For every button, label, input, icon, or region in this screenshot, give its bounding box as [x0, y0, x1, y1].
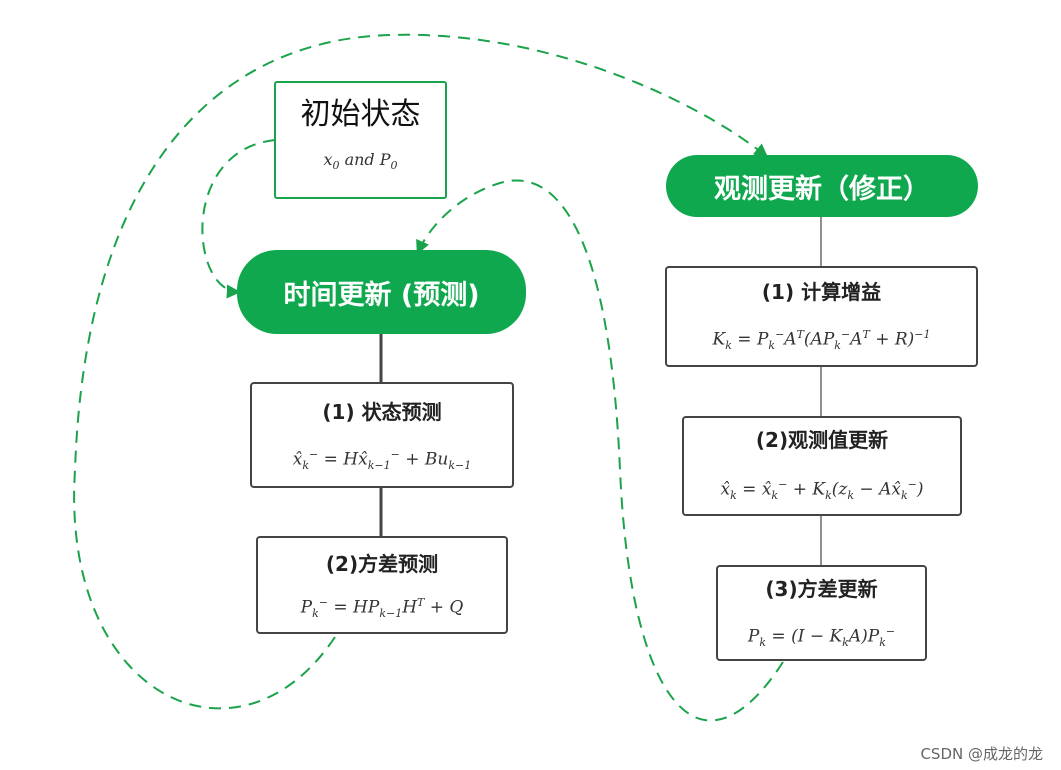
predict-step2-box: (2)方差预测 Pk− = HPk−1HT + Q	[256, 536, 508, 634]
correct-step3-formula: Pk = (I − KkA)Pk−	[747, 625, 896, 650]
predict-step1-formula: x̂k− = Hx̂k−1− + Buk−1	[292, 448, 472, 473]
dashed-arrow-init-to-predict	[201, 139, 276, 299]
predict-header-label: 时间更新 (预测)	[283, 279, 480, 311]
predict-header: 时间更新 (预测)	[237, 250, 526, 334]
correct-header: 观测更新（修正）	[666, 155, 978, 217]
correct-header-label: 观测更新（修正）	[714, 173, 930, 205]
predict-step1-box: (1) 状态预测 x̂k− = Hx̂k−1− + Buk−1	[250, 382, 514, 488]
correct-step2-title: (2)观测值更新	[755, 428, 889, 452]
correct-step2-formula: x̂k = x̂k− + Kk(zk − Ax̂k−)	[720, 478, 924, 503]
correct-step1-box: (1) 计算增益 Kk = Pk−AT(APk−AT + R)−1	[665, 266, 978, 367]
correct-step1-formula: Kk = Pk−AT(APk−AT + R)−1	[712, 328, 931, 353]
watermark: CSDN @成龙的龙	[920, 745, 1043, 763]
correct-step3-box: (3)方差更新 Pk = (I − KkA)Pk−	[716, 565, 927, 661]
predict-step2-title: (2)方差预测	[325, 552, 439, 576]
predict-step2-formula: Pk− = HPk−1HT + Q	[300, 596, 464, 621]
correct-step3-title: (3)方差更新	[765, 577, 878, 601]
predict-step1-title: (1) 状态预测	[322, 400, 442, 424]
init-state-formula: x0 and P0	[323, 150, 398, 173]
init-state-box: 初始状态 x0 and P0	[274, 81, 447, 199]
init-state-title: 初始状态	[300, 97, 421, 132]
correct-step2-box: (2)观测值更新 x̂k = x̂k− + Kk(zk − Ax̂k−)	[682, 416, 962, 516]
correct-step1-title: (1) 计算增益	[761, 280, 882, 304]
dashed-arrow-correct-to-predict	[416, 179, 784, 722]
